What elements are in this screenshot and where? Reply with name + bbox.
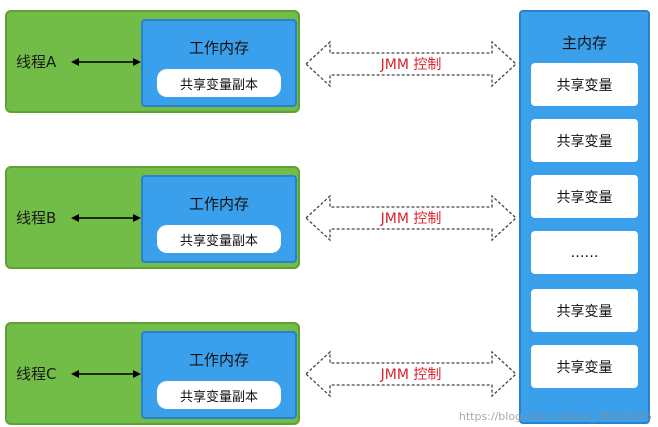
watermark-text: https://blog.csdn.net/qq_38350925 <box>458 410 652 423</box>
working-memory-title: 工作内存 <box>188 351 249 369</box>
shared-variable-ellipsis: …… <box>531 231 638 274</box>
thread-a-label: 线程A <box>16 53 57 71</box>
shared-variable-1: 共享变量 <box>531 63 638 106</box>
thread-a-box: 线程A 工作内存 共享变量副本 <box>5 10 300 113</box>
jmm-control-label: JMM 控制 <box>380 211 442 227</box>
double-arrow-icon <box>71 369 141 378</box>
jmm-control-label: JMM 控制 <box>380 367 442 383</box>
double-arrow-icon <box>71 213 141 222</box>
jmm-control-arrow-a: JMM 控制 <box>304 40 518 88</box>
shared-variable-3: 共享变量 <box>531 175 638 218</box>
thread-b-box: 线程B 工作内存 共享变量副本 <box>5 166 300 269</box>
shared-variable-2: 共享变量 <box>531 119 638 162</box>
thread-b-label: 线程B <box>16 209 57 227</box>
main-memory-box: 主内存 共享变量 共享变量 共享变量 …… 共享变量 共享变量 <box>519 10 650 424</box>
jmm-control-label: JMM 控制 <box>380 57 442 73</box>
jmm-control-arrow-c: JMM 控制 <box>304 350 518 398</box>
dashed-double-arrow-icon <box>305 194 517 242</box>
shared-variable-4: 共享变量 <box>531 289 638 332</box>
jmm-control-arrow-b: JMM 控制 <box>304 194 518 242</box>
main-memory-title: 主内存 <box>561 34 607 52</box>
working-memory-b: 工作内存 共享变量副本 <box>141 175 297 263</box>
dashed-double-arrow-icon <box>305 40 517 88</box>
shared-variable-copy-b: 共享变量副本 <box>157 225 281 253</box>
shared-variable-copy-a: 共享变量副本 <box>157 69 281 97</box>
working-memory-a: 工作内存 共享变量副本 <box>141 19 297 107</box>
dashed-double-arrow-icon <box>305 350 517 398</box>
thread-c-box: 线程C 工作内存 共享变量副本 <box>5 322 300 425</box>
thread-c-label: 线程C <box>16 365 57 383</box>
shared-variable-copy-c: 共享变量副本 <box>157 381 281 409</box>
working-memory-title: 工作内存 <box>188 195 249 213</box>
working-memory-title: 工作内存 <box>188 39 249 57</box>
double-arrow-icon <box>71 57 141 66</box>
working-memory-c: 工作内存 共享变量副本 <box>141 331 297 419</box>
shared-variable-5: 共享变量 <box>531 345 638 388</box>
